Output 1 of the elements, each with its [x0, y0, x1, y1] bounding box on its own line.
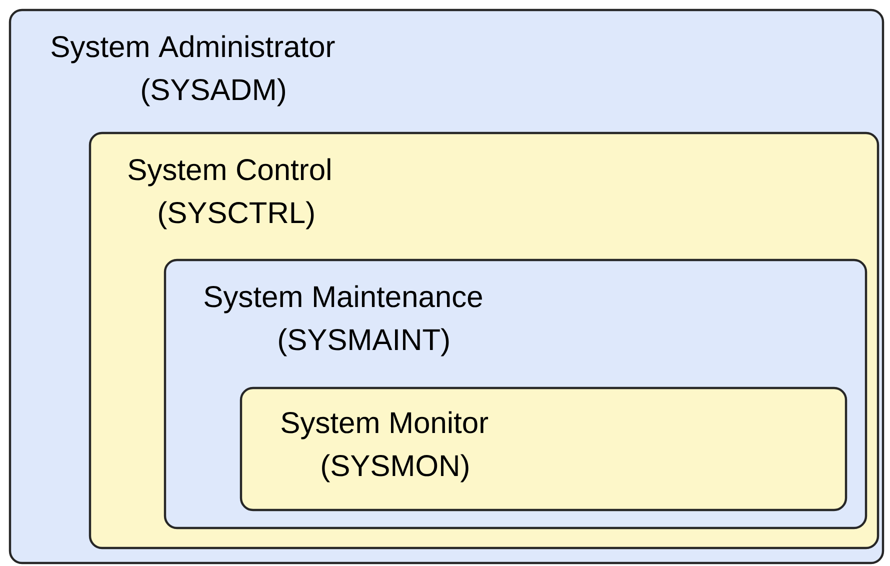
nested-box: System Monitor (SYSMON)	[240, 386, 848, 512]
